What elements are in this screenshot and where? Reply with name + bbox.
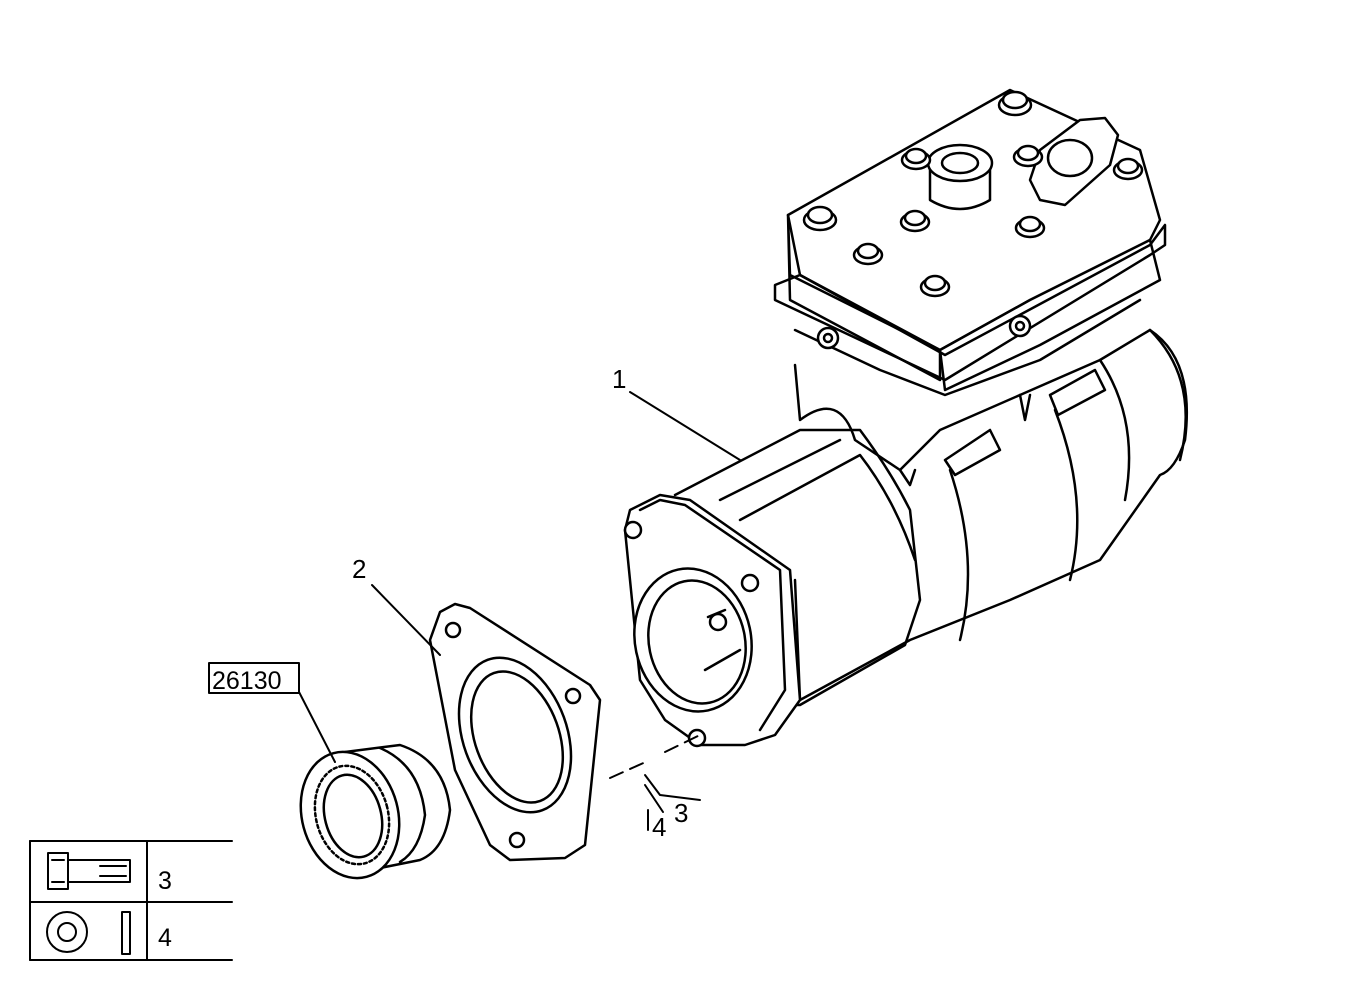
callout-part-1: 1 — [612, 364, 626, 394]
head-bolts — [802, 90, 1144, 298]
air-compressor — [623, 88, 1189, 748]
callout-part-4: 4 — [652, 812, 666, 842]
legend-number-3: 3 — [158, 867, 172, 895]
flange-gasket — [428, 602, 602, 862]
ref-group-box — [208, 662, 300, 694]
ref-group-number: 26130 — [212, 667, 282, 695]
callout-part-2: 2 — [352, 554, 366, 584]
legend-number-4: 4 — [158, 924, 172, 952]
drive-coupling — [299, 743, 452, 880]
leader-lines — [297, 391, 741, 831]
callout-part-3: 3 — [674, 798, 688, 828]
legend-table — [29, 840, 233, 961]
washer-icon — [46, 911, 131, 955]
bolt-icon — [47, 852, 131, 890]
